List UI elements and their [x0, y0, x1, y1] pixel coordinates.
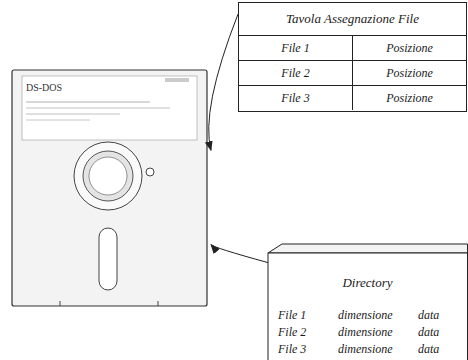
directory-entry-text: File 3 [278, 342, 306, 357]
table-cell: Posizione [353, 35, 466, 60]
directory-entry-text: File 1 [278, 308, 306, 323]
directory-entry-text: data [418, 308, 439, 323]
directory-title: Directory [342, 275, 392, 291]
table-cell-text: Posizione [386, 41, 433, 56]
table-cell-text: File 3 [281, 91, 309, 106]
curved-arrow [209, 14, 238, 150]
table-cell-text: File 2 [281, 66, 309, 81]
table-cell-text: Posizione [386, 66, 433, 81]
floppy-disk: DS-DOS [12, 70, 207, 306]
table-cell-text: File 1 [281, 41, 309, 56]
table-cell: File 1 [239, 35, 353, 60]
directory-entry-text: File 2 [278, 325, 306, 340]
allocation-table: Tavola Assegnazione FileFile 1PosizioneF… [238, 2, 467, 112]
table-cell: Posizione [353, 60, 466, 85]
table-cell: File 3 [239, 85, 353, 110]
table-cell: Posizione [353, 85, 466, 110]
disk-label-text: DS-DOS [26, 82, 62, 93]
directory-entry-text: data [418, 342, 439, 357]
table-heading-cell: Tavola Assegnazione File [239, 3, 466, 35]
directory-entry-text: dimensione [338, 308, 393, 323]
directory-entry-text: data [418, 325, 439, 340]
directory-card-outline [268, 244, 468, 360]
curved-arrow [211, 245, 268, 263]
directory-card: DirectoryFile 1dimensionedataFile 2dimen… [268, 253, 467, 360]
floppy-disk-illustration [12, 70, 207, 306]
directory-entry-text: dimensione [338, 342, 393, 357]
table-cell: File 2 [239, 60, 353, 85]
table-title: Tavola Assegnazione File [286, 11, 419, 27]
directory-entry-text: dimensione [338, 325, 393, 340]
table-cell-text: Posizione [386, 91, 433, 106]
